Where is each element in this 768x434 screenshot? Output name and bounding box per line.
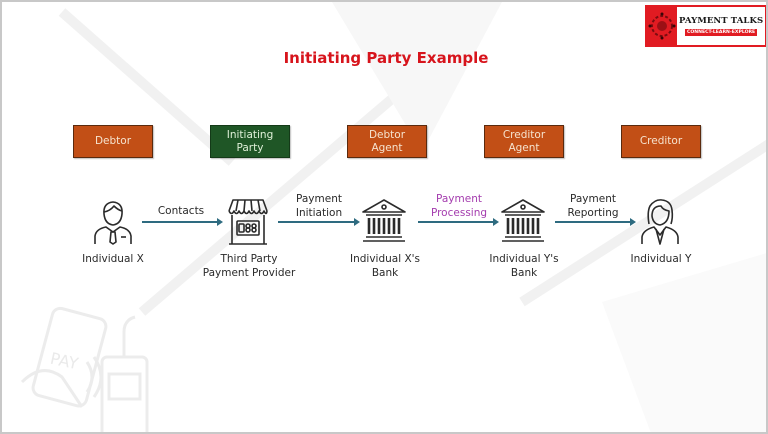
role-label: Agent bbox=[371, 141, 403, 154]
node-label-text: Payment Provider bbox=[202, 267, 296, 279]
payment-talks-logo[interactable]: PAYMENT TALKS CONNECT-LEARN-EXPLORE bbox=[645, 5, 766, 47]
role-label: Debtor bbox=[368, 128, 406, 141]
businesswoman-icon bbox=[641, 199, 679, 245]
svg-text:PAY: PAY bbox=[49, 349, 81, 373]
arrow-contacts bbox=[142, 218, 223, 226]
role-label: Debtor bbox=[94, 135, 132, 147]
businessman-icon bbox=[94, 201, 132, 245]
node-label-individual-y: Individual Y bbox=[596, 252, 726, 266]
logo-emblem-icon bbox=[647, 7, 677, 45]
flow-label-contacts: Contacts bbox=[140, 204, 222, 218]
node-label-text: Bank bbox=[510, 267, 538, 279]
node-label-text: Individual Y bbox=[630, 253, 692, 265]
flow-label-text: Processing bbox=[430, 207, 488, 219]
node-label-text: Third Party bbox=[220, 253, 278, 265]
logo-tagline: CONNECT-LEARN-EXPLORE bbox=[685, 29, 758, 36]
flow-label-text: Initiation bbox=[295, 207, 343, 219]
flow-label-text: Reporting bbox=[567, 207, 619, 219]
bank-icon bbox=[362, 199, 406, 242]
node-label-text: Individual X bbox=[82, 253, 144, 265]
role-label: Agent bbox=[508, 141, 540, 154]
flow-label-text: Contacts bbox=[157, 205, 205, 217]
role-label: Creditor bbox=[639, 135, 683, 147]
node-label-text: Individual X's bbox=[349, 253, 421, 265]
role-label: Creditor bbox=[502, 128, 546, 141]
node-label-individual-x: Individual X bbox=[48, 252, 178, 266]
arrow-payment-reporting bbox=[555, 218, 636, 226]
logo-brand-name: PAYMENT TALKS bbox=[679, 16, 764, 26]
flow-label-text: Payment bbox=[296, 193, 342, 205]
slide-title: Initiating Party Example bbox=[283, 49, 489, 67]
role-box-debtor: Debtor bbox=[73, 125, 153, 158]
flow-label-text: Payment bbox=[570, 193, 616, 205]
flow-label-text: Payment bbox=[436, 193, 482, 205]
node-label-text: Individual Y's bbox=[489, 253, 559, 265]
bank-icon bbox=[501, 199, 545, 242]
storefront-icon bbox=[228, 199, 268, 245]
node-label-text: Bank bbox=[371, 267, 399, 279]
arrow-payment-initiation bbox=[278, 218, 360, 226]
arrow-payment-processing bbox=[418, 218, 499, 226]
role-label: Initiating bbox=[226, 128, 274, 141]
role-label: Party bbox=[236, 141, 264, 154]
role-box-creditor: Creditor bbox=[621, 125, 701, 158]
